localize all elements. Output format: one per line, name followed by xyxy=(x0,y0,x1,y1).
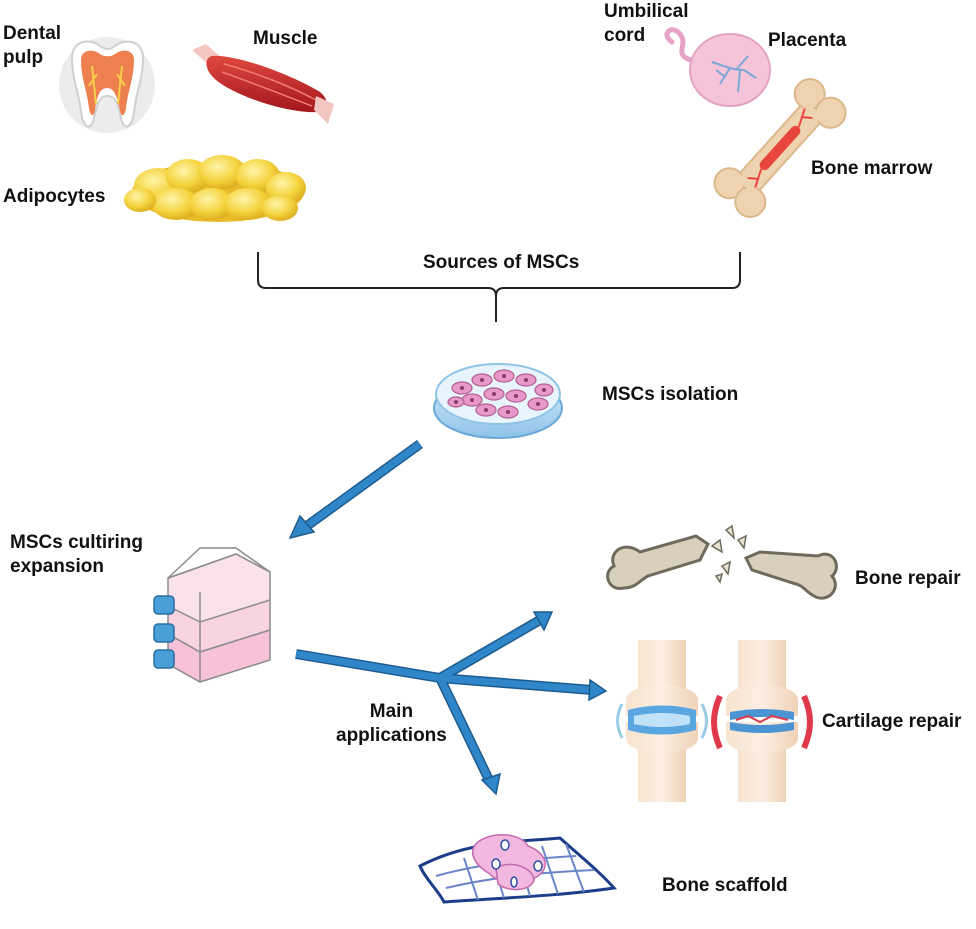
label-adipocytes: Adipocytes xyxy=(3,186,106,207)
bone-marrow-icon xyxy=(713,78,847,218)
sources-bracket xyxy=(257,252,741,322)
label-bone-marrow: Bone marrow xyxy=(811,158,933,179)
tooth-icon xyxy=(59,37,155,133)
culture-flasks-icon xyxy=(153,547,271,683)
fat-cells-icon xyxy=(124,155,306,222)
label-umbilical-cord: Umbilical cord xyxy=(604,1,689,46)
petri-dish-icon xyxy=(433,363,563,439)
label-mscs-isolation: MSCs isolation xyxy=(602,384,739,405)
damaged-joint-icon xyxy=(711,640,813,802)
placenta-icon xyxy=(664,27,771,107)
label-bone-scaffold: Bone scaffold xyxy=(662,875,788,896)
label-muscle: Muscle xyxy=(253,28,318,49)
arrows-main-applications xyxy=(295,611,608,796)
label-sources-of-mscs: Sources of MSCs xyxy=(423,252,580,273)
label-dental-pulp: Dental pulp xyxy=(3,23,62,68)
label-bone-repair: Bone repair xyxy=(855,568,961,589)
label-main-applications: Main applications xyxy=(336,701,447,746)
label-mscs-culturing: MSCs cultiring expansion xyxy=(10,532,144,577)
arrow-isolation-to-culture xyxy=(288,439,423,540)
healthy-joint-icon xyxy=(616,640,708,802)
broken-bone-icon xyxy=(606,524,838,600)
label-cartilage-repair: Cartilage repair xyxy=(822,711,962,732)
muscle-icon xyxy=(192,44,334,124)
bone-scaffold-icon xyxy=(418,834,617,904)
label-placenta: Placenta xyxy=(768,30,847,51)
